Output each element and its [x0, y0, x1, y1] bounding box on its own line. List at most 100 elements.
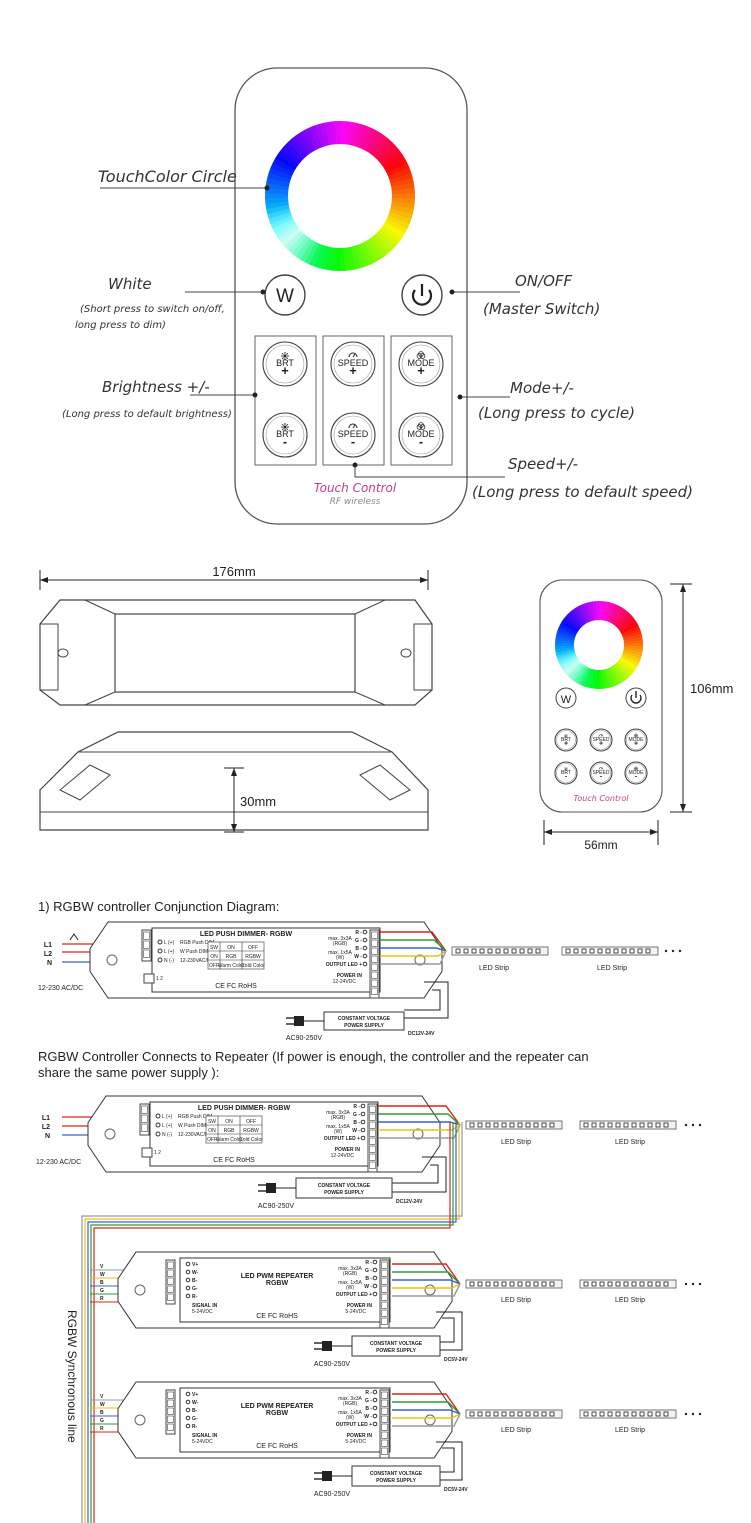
output-wire	[380, 947, 447, 952]
table-cell: OFF	[209, 963, 219, 969]
rating-label: max. 3x3A	[326, 1110, 350, 1116]
sync-wire	[90, 1122, 454, 1523]
rating-label: (RGB)	[343, 1271, 358, 1277]
speed-plus-button[interactable]: SPEED+	[330, 341, 376, 387]
brt-minus-button[interactable]: BRT-	[262, 412, 308, 458]
output-wire	[392, 1413, 461, 1419]
led-chip	[607, 1411, 613, 1417]
led-chip	[509, 1411, 515, 1417]
output-label: R -	[365, 1390, 372, 1396]
table-cell: RGB	[226, 954, 238, 960]
mode-plus-button[interactable]: MODE+	[398, 341, 444, 387]
continuation-dots	[684, 1282, 702, 1286]
led-chip	[549, 1122, 555, 1128]
led-chip	[645, 948, 651, 954]
color-ring-segment	[324, 244, 334, 271]
speed-plus-button[interactable]: SPEED+	[589, 728, 613, 752]
color-ring-segment	[573, 664, 587, 683]
color-ring-segment	[555, 640, 576, 645]
push-label: W Push DIM	[178, 1123, 206, 1129]
led-chip	[621, 948, 627, 954]
rating-label: (W)	[346, 1415, 354, 1421]
color-ring-segment	[558, 653, 578, 665]
led-strip	[451, 946, 549, 956]
led-chip	[519, 948, 525, 954]
wire-letter: G	[100, 1418, 104, 1424]
color-ring-segment	[295, 236, 314, 260]
mode-minus-button[interactable]: MODE-	[624, 761, 648, 785]
minus-sign: -	[283, 435, 287, 449]
output-label: B -	[353, 1120, 360, 1126]
table-cell: ON	[208, 1128, 216, 1134]
color-ring-segment	[617, 658, 636, 673]
mains-label: 12-230 AC/DC	[38, 985, 83, 992]
psu-label-2: POWER SUPPLY	[376, 1478, 416, 1484]
power-in-label: POWER IN	[347, 1433, 373, 1439]
speedometer-icon	[598, 767, 604, 770]
led-chip	[615, 1411, 621, 1417]
color-ring-segment	[384, 163, 410, 178]
output-terminal	[362, 961, 368, 967]
output-terminal	[360, 1127, 366, 1133]
led-chip	[501, 1122, 507, 1128]
speed-minus-button[interactable]: SPEED-	[589, 761, 613, 785]
led-chip	[477, 1122, 483, 1128]
color-ring-segment	[374, 229, 396, 251]
color-ring-segment	[616, 659, 634, 675]
output-wire	[392, 1283, 461, 1297]
mode-minus-button[interactable]: MODE-	[398, 412, 444, 458]
callout-speed-note: (Long press to default speed)	[472, 483, 693, 501]
color-ring-segment	[267, 207, 293, 220]
color-ring-segment	[386, 211, 412, 225]
onoff-button[interactable]	[401, 274, 443, 316]
color-ring-segment	[610, 665, 623, 684]
led-chip	[583, 1411, 589, 1417]
color-ring-segment	[319, 244, 330, 270]
table-cell: RGB	[224, 1128, 236, 1134]
brt-plus-button[interactable]: BRT+	[554, 728, 578, 752]
color-ring-segment	[314, 242, 327, 269]
mode-plus-button[interactable]: MODE+	[624, 728, 648, 752]
plus-sign: +	[349, 364, 356, 378]
white-button[interactable]: W	[264, 274, 306, 316]
color-ring-segment	[360, 240, 376, 265]
terminal-block	[165, 1389, 176, 1435]
output-wire	[392, 1283, 461, 1289]
color-ring-segment	[272, 158, 297, 175]
cert-label: CE FC RoHS	[256, 1313, 298, 1320]
output-wire	[392, 1279, 461, 1285]
color-ring-segment	[622, 640, 643, 645]
small-white-label: W	[561, 694, 572, 706]
speed-minus-button[interactable]: SPEED-	[330, 412, 376, 458]
led-chip	[493, 1122, 499, 1128]
power-in-label: POWER IN	[347, 1303, 373, 1309]
color-ring-segment	[608, 666, 620, 686]
brt-plus-button[interactable]: BRT+	[262, 341, 308, 387]
strip-label: LED Strip	[479, 965, 509, 972]
color-ring-segment	[570, 609, 585, 627]
rating-label: max. 1x5A	[328, 950, 352, 956]
strip-label: LED Strip	[615, 1297, 645, 1304]
color-ring-segment	[618, 620, 638, 634]
color-ring-segment	[363, 238, 380, 263]
cert-label: CE FC RoHS	[213, 1157, 255, 1164]
color-ring-segment	[284, 141, 306, 163]
output-label: W -	[352, 1128, 360, 1134]
color-ring-segment	[555, 649, 576, 656]
wire-letter: W	[100, 1402, 105, 1408]
color-ring-segment	[304, 127, 320, 152]
color-ring-segment	[560, 656, 580, 670]
color-ring-segment	[620, 653, 640, 665]
color-ring-segment	[620, 625, 640, 637]
color-ring-segment	[287, 231, 308, 254]
table-header-cell: ON	[227, 945, 235, 951]
color-ring-segment	[384, 214, 410, 230]
brand-label: Touch Control	[314, 481, 397, 495]
led-chip	[605, 948, 611, 954]
callout-brightness: Brightness +/-	[102, 378, 210, 396]
output-wire	[380, 950, 447, 965]
brt-minus-button[interactable]: BRT-	[554, 761, 578, 785]
